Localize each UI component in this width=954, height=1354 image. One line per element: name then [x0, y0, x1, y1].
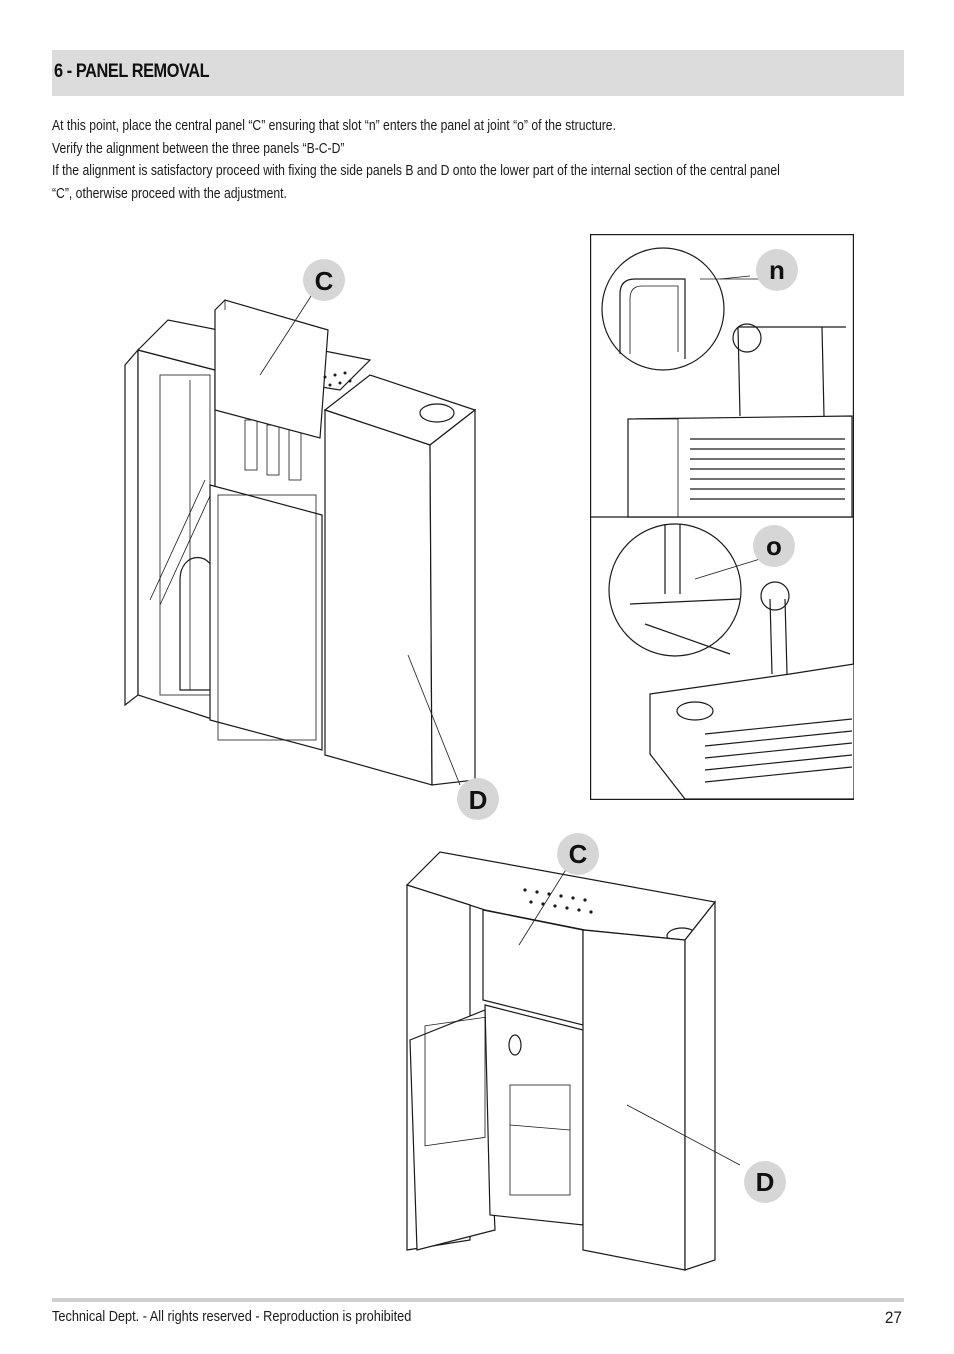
- stove-door: [409, 1009, 496, 1251]
- callout-c: C: [303, 259, 345, 301]
- svg-text:o: o: [766, 531, 782, 561]
- zoom-circle-o: [608, 523, 742, 657]
- stove-top-view: [627, 415, 853, 518]
- svg-text:D: D: [756, 1167, 775, 1197]
- svg-text:C: C: [569, 839, 588, 869]
- body-line: If the alignment is satisfactory proceed…: [52, 163, 780, 179]
- page-number: 27: [884, 1308, 902, 1327]
- panel-d: [324, 409, 433, 786]
- zoom-target-o: [760, 581, 790, 611]
- panel-d-side: [684, 900, 716, 1271]
- central-inner-panel: [217, 494, 317, 741]
- callout-n: n: [756, 249, 798, 291]
- central-opening: [209, 484, 323, 751]
- section-header: 6 - PANEL REMOVAL: [52, 50, 904, 96]
- zoom-circle-n: [601, 247, 725, 371]
- callout-d: D: [744, 1161, 786, 1203]
- body-line: Verify the alignment between the three p…: [52, 140, 345, 157]
- central-opening: [484, 1004, 584, 1226]
- stove-left-frame: [137, 349, 216, 721]
- top-grill: [323, 371, 352, 387]
- body-line: “C”, otherwise proceed with the adjustme…: [52, 185, 287, 202]
- callout-d: D: [457, 778, 499, 820]
- flue-outlet: [419, 403, 455, 423]
- svg-text:D: D: [469, 785, 488, 815]
- figure-panel-placement: C D: [124, 259, 499, 820]
- stove-door-edge: [124, 348, 139, 707]
- section-title: 6 - PANEL REMOVAL: [54, 61, 210, 82]
- svg-text:n: n: [769, 255, 785, 285]
- top-grill: [523, 888, 593, 914]
- panel-d: [582, 929, 686, 1271]
- footer-text: Technical Dept. - All rights reserved - …: [52, 1308, 412, 1325]
- callout-c: C: [557, 833, 599, 875]
- svg-text:C: C: [315, 266, 334, 296]
- stove-corner-view: [649, 663, 854, 800]
- body-text: At this point, place the central panel “…: [52, 115, 952, 205]
- panel-d-side: [429, 408, 476, 786]
- body-line: At this point, place the central panel “…: [52, 118, 616, 134]
- callout-o: o: [753, 525, 795, 567]
- panel-c: [214, 299, 329, 439]
- vent-slots: [690, 438, 845, 500]
- zoom-target-n: [732, 323, 762, 353]
- footer-rule: [52, 1298, 904, 1302]
- figure-assembled-stove: C D: [405, 833, 786, 1271]
- figure-joint-detail: n o: [590, 234, 854, 800]
- vent-slots-o: [704, 718, 853, 783]
